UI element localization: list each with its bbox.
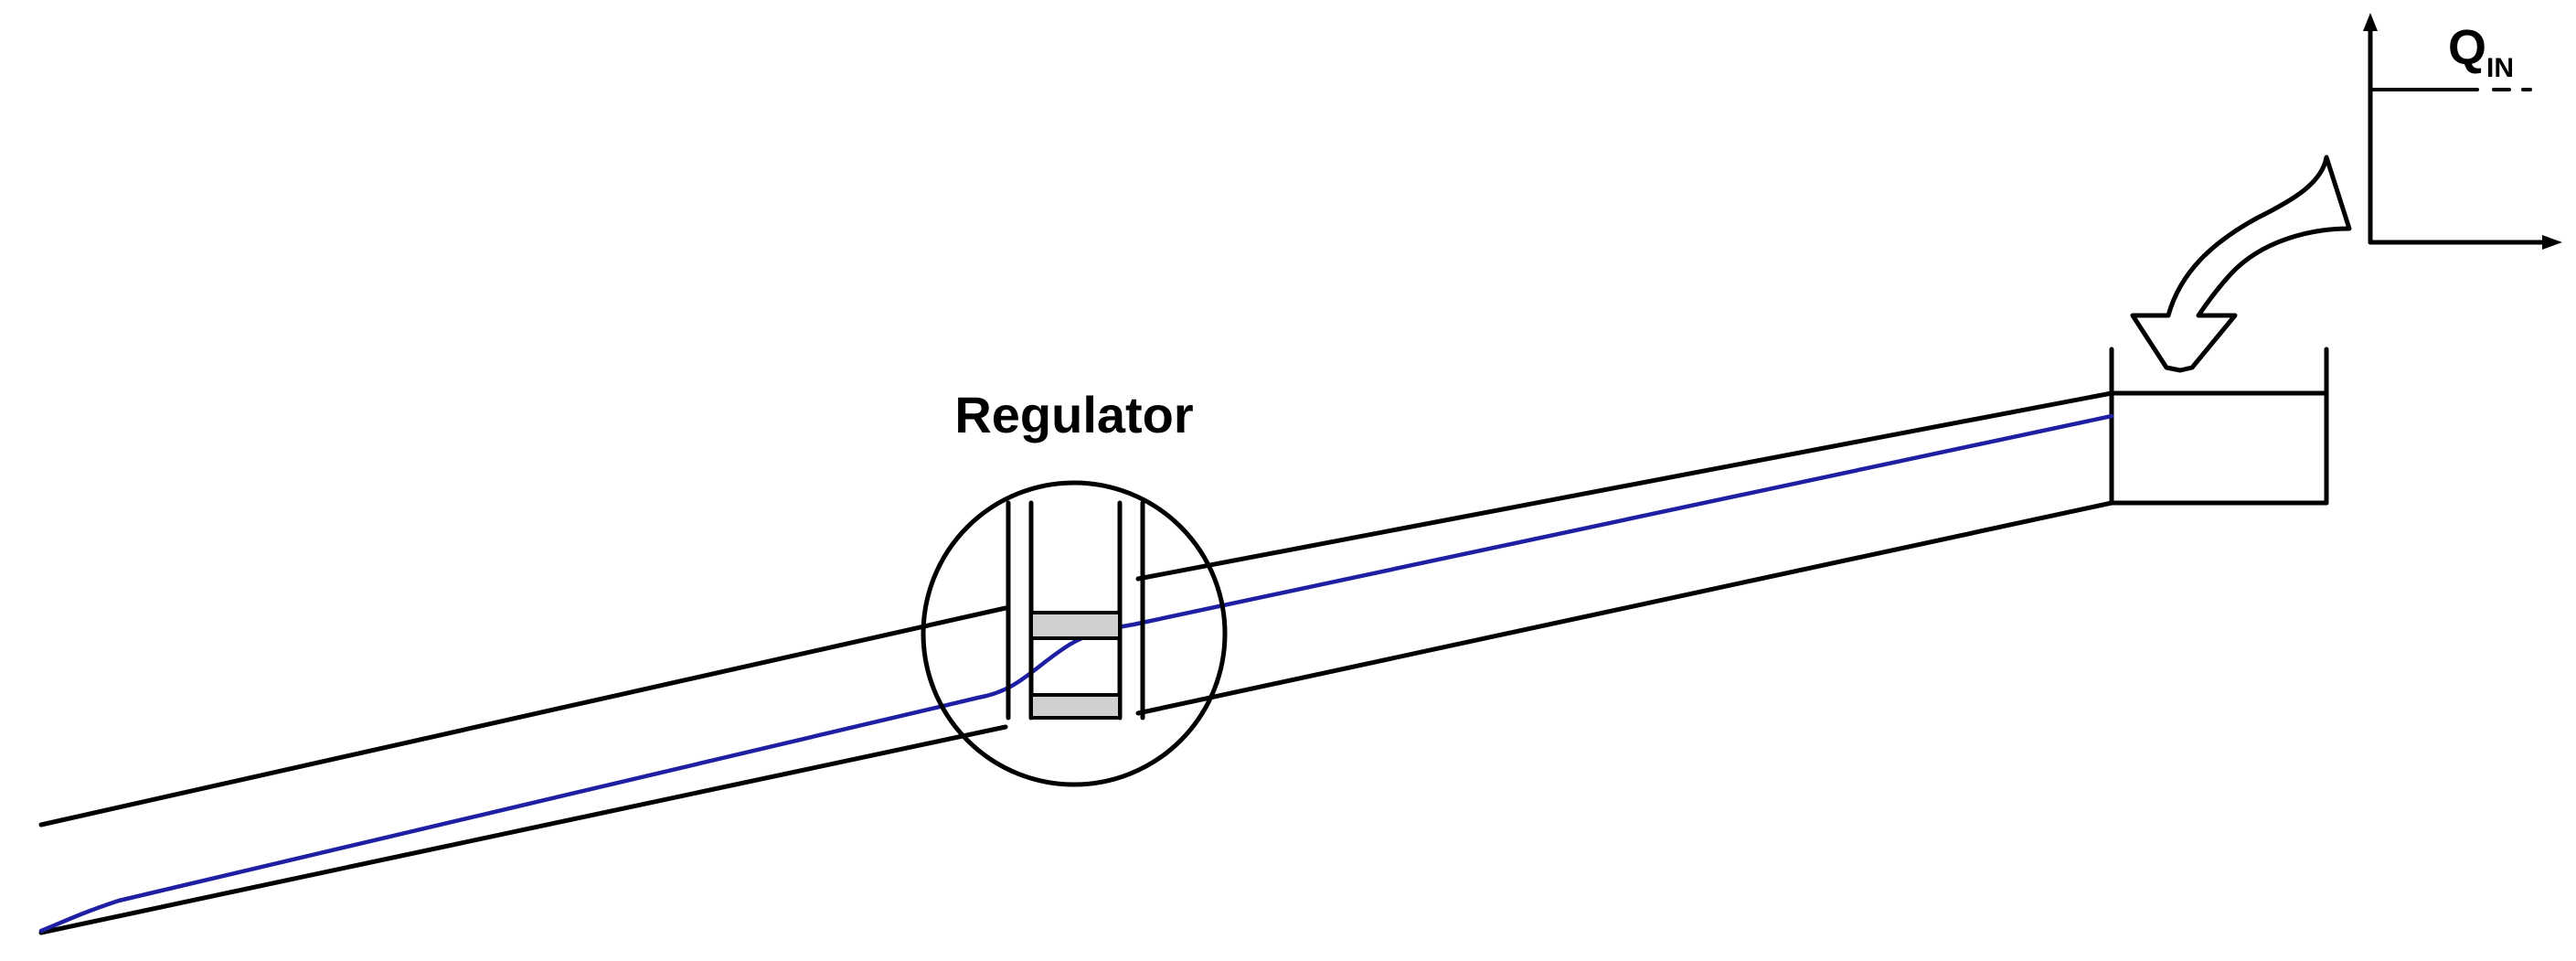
upstream-reservoir: [2109, 347, 2329, 506]
canal-bed-left: [38, 724, 1008, 935]
canal-upper-bank-left: [38, 605, 1008, 828]
inflow-hydrograph: QIN: [2363, 13, 2562, 250]
water-surface-line: [38, 413, 2114, 934]
curved-arrow-down-icon: [2130, 155, 2352, 373]
inflow-subscript: IN: [2486, 53, 2514, 83]
regulator-label: Regulator: [954, 386, 1193, 443]
x-axis-arrowhead: [2542, 235, 2562, 250]
inflow-symbol: Q: [2448, 20, 2486, 75]
canal-upper-bank-right: [1135, 390, 2114, 582]
gate-leaf-upper: [1029, 611, 1122, 640]
gate-leaf-lower: [1029, 693, 1122, 720]
inflow-label: QIN: [2448, 20, 2514, 83]
canal-bed-right: [1135, 500, 2114, 716]
y-axis-arrowhead: [2363, 13, 2378, 31]
regulator-gate: [1006, 500, 1145, 721]
magnifier-circle-icon: [921, 480, 1228, 787]
